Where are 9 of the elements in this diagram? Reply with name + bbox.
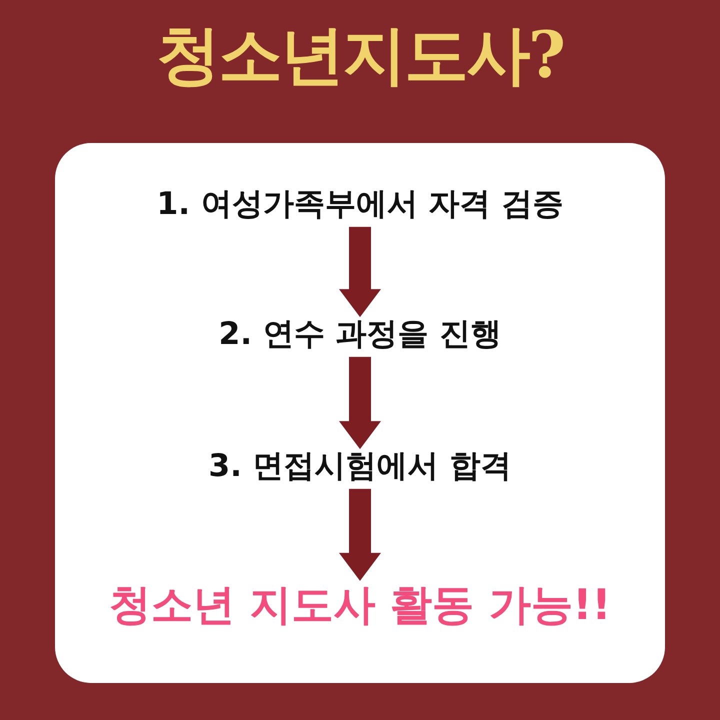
arrow <box>339 356 381 450</box>
card-panel <box>55 143 665 683</box>
arrow <box>339 226 381 318</box>
result-text: 청소년 지도사 활동 가능!! <box>108 580 612 630</box>
step-text: 3. 면접시험에서 합격 <box>208 449 512 485</box>
title: 청소년지도사? <box>156 20 564 92</box>
arrow <box>339 488 381 581</box>
step-text: 2. 연수 과정을 진행 <box>218 317 502 353</box>
step-text: 1. 여성가족부에서 자격 검증 <box>156 187 564 223</box>
